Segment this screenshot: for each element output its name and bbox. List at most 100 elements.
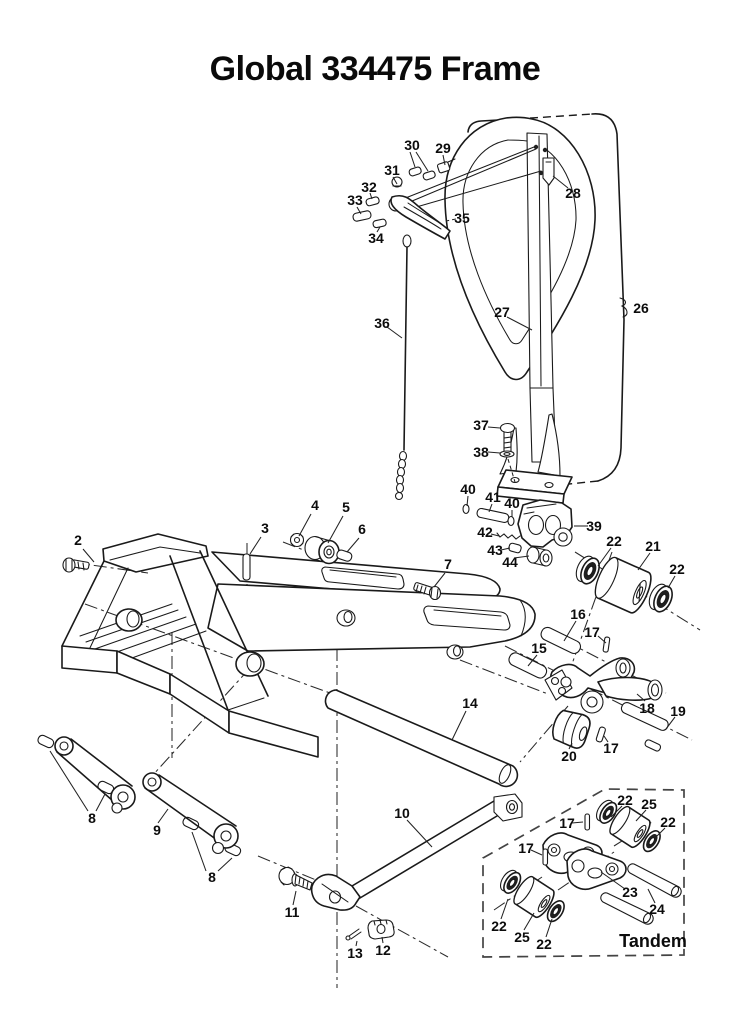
pin-17	[542, 848, 549, 866]
stud-6	[336, 549, 353, 562]
bearing-22	[499, 869, 522, 894]
push-rod-levers	[37, 734, 242, 857]
callout-16: 16	[570, 606, 586, 622]
callout-30: 30	[404, 137, 420, 153]
callout-44: 44	[502, 554, 518, 570]
callout-4: 4	[311, 497, 319, 513]
callout-40: 40	[504, 495, 520, 511]
front-fork-slot	[423, 605, 511, 631]
pin-16	[540, 626, 582, 655]
callout-31: 31	[384, 162, 400, 178]
pull-rod-assembly	[278, 793, 523, 941]
callout-14: 14	[462, 695, 478, 711]
ferrule-30	[422, 170, 436, 181]
callout-17: 17	[584, 624, 600, 640]
pump-rocker-block	[462, 499, 573, 567]
bearing-22	[648, 583, 673, 613]
leader-line-23	[600, 871, 626, 890]
leader-line-17	[603, 735, 609, 743]
leader-line-15	[527, 654, 538, 667]
callout-23: 23	[622, 884, 638, 900]
callout-2: 2	[74, 532, 82, 548]
callout-36: 36	[374, 315, 390, 331]
callout-8: 8	[208, 869, 216, 885]
callout-39: 39	[586, 518, 602, 534]
callout-34: 34	[368, 230, 384, 246]
bolt-7	[413, 582, 442, 601]
leader-line-33	[356, 206, 362, 215]
leader-line-13	[355, 940, 358, 947]
callout-25: 25	[641, 796, 657, 812]
callout-17: 17	[518, 840, 534, 856]
handle-assembly	[444, 116, 596, 463]
callout-12: 12	[375, 942, 391, 958]
tandem-box	[482, 788, 685, 958]
ring-40	[462, 503, 470, 515]
bearing-22	[642, 830, 661, 853]
callout-43: 43	[487, 542, 503, 558]
leader-line-10	[406, 819, 433, 848]
leader-line-17	[530, 849, 543, 856]
bearing-22	[546, 900, 565, 923]
callout-40: 40	[460, 481, 476, 497]
leader-line-29	[442, 154, 446, 166]
leader-line-8	[95, 793, 106, 812]
rod-pivot-pin	[538, 170, 544, 176]
callout-22: 22	[606, 533, 622, 549]
axle-24	[600, 892, 654, 925]
callout-21: 21	[645, 538, 661, 554]
leader-line-25	[523, 912, 535, 931]
bearing-22	[595, 799, 618, 824]
castle-nut-12	[367, 919, 395, 940]
callout-22: 22	[660, 814, 676, 830]
callout-32: 32	[361, 179, 377, 195]
load-roller-21	[594, 556, 652, 614]
ring-40	[507, 515, 515, 527]
callout-37: 37	[473, 417, 489, 433]
rod-pivot-pin	[542, 147, 548, 153]
callout-13: 13	[347, 945, 363, 961]
leader-line-17	[571, 821, 584, 824]
callout-9: 9	[153, 822, 161, 838]
callout-38: 38	[473, 444, 489, 460]
callout-22: 22	[669, 561, 685, 577]
pin-17	[595, 726, 606, 743]
control-lever-assembly	[352, 146, 542, 240]
callout-7: 7	[444, 556, 452, 572]
leader-line-24	[647, 888, 656, 904]
pull-rod-10	[351, 800, 503, 899]
leader-line-5	[327, 515, 344, 544]
callout-29: 29	[435, 140, 451, 156]
callout-28: 28	[565, 185, 581, 201]
callout-19: 19	[670, 703, 686, 719]
leader-line-30	[415, 151, 429, 172]
lowering-cable-36	[394, 234, 412, 501]
brace-26	[619, 297, 628, 318]
leader-line-16	[563, 620, 577, 642]
pin-3	[242, 553, 251, 581]
callout-41: 41	[485, 489, 501, 505]
pin-8	[182, 816, 200, 831]
callout-8: 8	[88, 810, 96, 826]
leader-line-22	[597, 547, 612, 567]
spring-42	[496, 532, 521, 540]
pin-32	[365, 196, 380, 207]
leader-line-21	[637, 552, 651, 571]
leader-line-4	[298, 513, 312, 537]
leader-line-17	[597, 635, 607, 644]
leader-line-22	[500, 898, 509, 920]
leader-line-22	[667, 575, 676, 589]
roller-25	[513, 875, 555, 919]
leader-line-7	[433, 572, 446, 588]
tower-cap	[102, 533, 209, 573]
leader-line-42	[490, 533, 500, 537]
leader-line-41	[488, 503, 493, 513]
small-fasteners	[62, 532, 442, 601]
leader-line-37	[487, 426, 501, 429]
callout-22: 22	[491, 918, 507, 934]
leader-line-8	[49, 750, 89, 812]
bearing-22	[575, 555, 600, 585]
tandem-roller-assembly	[595, 799, 661, 853]
leader-line-8	[191, 831, 207, 872]
callout-24: 24	[649, 901, 665, 917]
